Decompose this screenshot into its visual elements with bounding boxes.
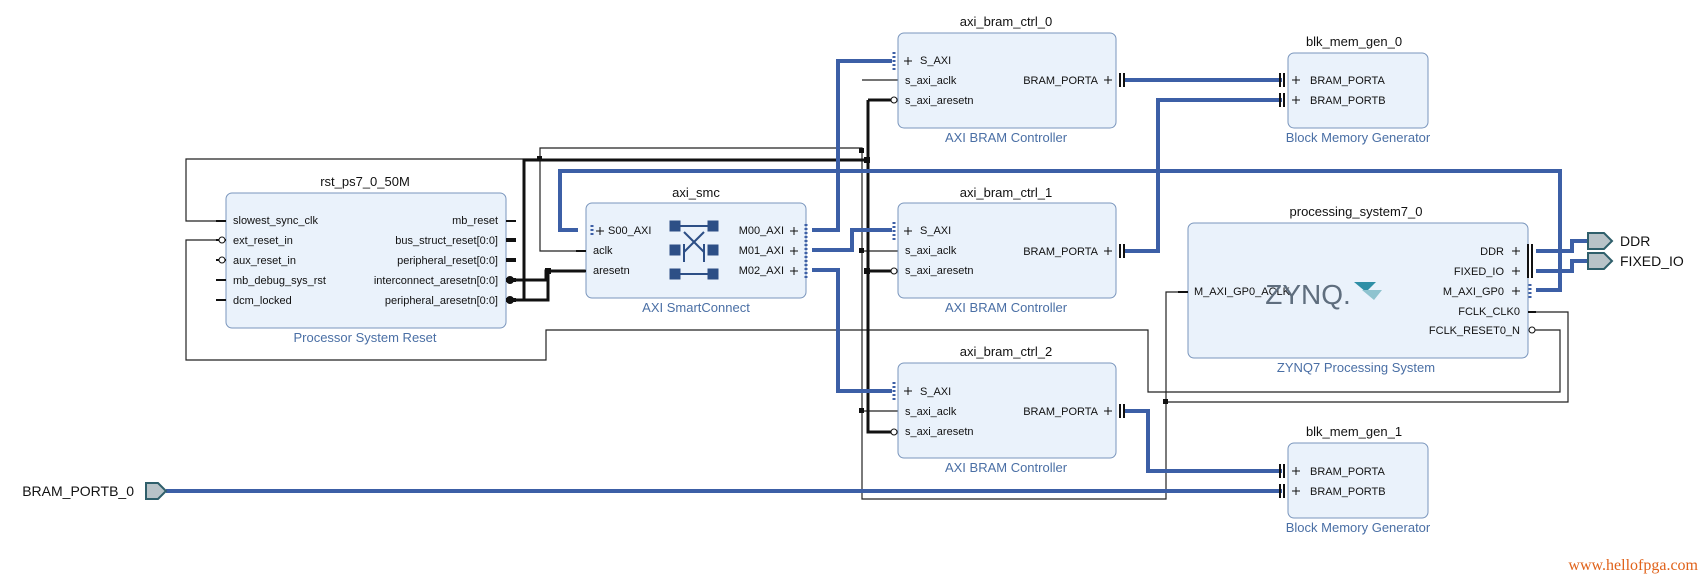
- external-port-label: FIXED_IO: [1620, 253, 1684, 269]
- port-pins: [216, 220, 516, 304]
- port-label: M00_AXI: [739, 225, 784, 237]
- port-label: s_axi_aclk: [905, 245, 957, 257]
- external-port-label: BRAM_PORTB_0: [22, 483, 134, 499]
- block-body: [897, 32, 1117, 129]
- port-label: S_AXI: [920, 55, 951, 67]
- port-pins: [890, 222, 1125, 275]
- port-label: M01_AXI: [739, 245, 784, 257]
- port-pins: [576, 224, 808, 278]
- block-instance-name: rst_ps7_0_50M: [320, 174, 410, 189]
- port-label: FCLK_RESET0_N: [1429, 325, 1520, 337]
- block-axi-bram-ctrl-2[interactable]: axi_bram_ctrl_2 S_AXI s_axi_aclk s_axi_a…: [890, 344, 1125, 475]
- block-type-label: Processor System Reset: [293, 330, 436, 345]
- port-label: M_AXI_GP0_ACLK: [1194, 286, 1291, 298]
- block-type-label: AXI BRAM Controller: [945, 300, 1068, 315]
- block-instance-name: processing_system7_0: [1290, 204, 1423, 219]
- port-label: s_axi_aresetn: [905, 95, 974, 107]
- port-pins: [1279, 464, 1300, 498]
- port-label: aclk: [593, 245, 613, 257]
- port-label: M_AXI_GP0: [1443, 286, 1504, 298]
- watermark-text: www.hellofpga.com: [1568, 557, 1698, 574]
- external-port-bram-portb-0[interactable]: BRAM_PORTB_0: [22, 482, 168, 500]
- block-processing-system7[interactable]: processing_system7_0 M_AXI_GP0_ACLK DDR …: [1178, 204, 1536, 375]
- port-label: peripheral_aresetn[0:0]: [385, 295, 498, 307]
- block-instance-name: blk_mem_gen_0: [1306, 34, 1402, 49]
- block-type-label: ZYNQ7 Processing System: [1277, 360, 1435, 375]
- port-label: S00_AXI: [608, 225, 651, 237]
- block-axi-smc[interactable]: axi_smc S00_AXI aclk aresetn M00_AXI M01…: [576, 185, 808, 315]
- port-label: DDR: [1480, 246, 1504, 258]
- block-body: [1287, 442, 1429, 519]
- port-label: aux_reset_in: [233, 255, 296, 267]
- block-blk-mem-gen-1[interactable]: blk_mem_gen_1 BRAM_PORTA BRAM_PORTB Bloc…: [1279, 424, 1431, 535]
- port-label: mb_debug_sys_rst: [233, 275, 326, 287]
- block-instance-name: axi_smc: [672, 185, 720, 200]
- port-label: ext_reset_in: [233, 235, 293, 247]
- port-label: BRAM_PORTA: [1023, 406, 1098, 418]
- port-label: s_axi_aresetn: [905, 265, 974, 277]
- port-arrow-icon: [145, 482, 168, 500]
- port-label: FCLK_CLK0: [1458, 306, 1520, 318]
- block-blk-mem-gen-0[interactable]: blk_mem_gen_0 BRAM_PORTA BRAM_PORTB Bloc…: [1279, 34, 1431, 145]
- port-pins: [890, 382, 1125, 436]
- external-port-ddr[interactable]: DDR: [1587, 232, 1650, 250]
- port-label: S_AXI: [920, 386, 951, 398]
- block-type-label: Block Memory Generator: [1286, 130, 1431, 145]
- block-type-label: Block Memory Generator: [1286, 520, 1431, 535]
- port-label: S_AXI: [920, 225, 951, 237]
- port-label: peripheral_reset[0:0]: [397, 255, 498, 267]
- port-label: aresetn: [593, 265, 630, 277]
- port-label: interconnect_aresetn[0:0]: [374, 275, 498, 287]
- axi-bus-nets: [166, 59, 1588, 493]
- port-label: BRAM_PORTA: [1310, 466, 1385, 478]
- port-label: BRAM_PORTA: [1023, 246, 1098, 258]
- block-rst-ps7[interactable]: rst_ps7_0_50M slowest_sync_clk ext_reset…: [216, 174, 516, 345]
- port-pins: [1178, 244, 1536, 334]
- block-type-label: AXI BRAM Controller: [945, 460, 1068, 475]
- block-body: [1187, 222, 1529, 359]
- port-label: s_axi_aclk: [905, 75, 957, 87]
- port-label: slowest_sync_clk: [233, 215, 318, 227]
- zynq-logo-icon: ZYNQ.: [1265, 279, 1382, 310]
- port-label: s_axi_aresetn: [905, 426, 974, 438]
- port-label: BRAM_PORTA: [1023, 75, 1098, 87]
- block-instance-name: blk_mem_gen_1: [1306, 424, 1402, 439]
- port-label: s_axi_aclk: [905, 406, 957, 418]
- block-type-label: AXI SmartConnect: [642, 300, 750, 315]
- clock-reset-nets: [185, 79, 1569, 500]
- block-axi-bram-ctrl-0[interactable]: axi_bram_ctrl_0 S_AXI s_axi_aclk s_axi_a…: [890, 14, 1125, 145]
- block-instance-name: axi_bram_ctrl_2: [960, 344, 1053, 359]
- port-label: mb_reset: [452, 215, 498, 227]
- net-junctions: [537, 148, 1168, 413]
- port-pins: [890, 52, 1125, 104]
- zynq-logo-text: ZYNQ.: [1265, 279, 1351, 310]
- port-label: bus_struct_reset[0:0]: [395, 235, 498, 247]
- block-type-label: AXI BRAM Controller: [945, 130, 1068, 145]
- port-label: dcm_locked: [233, 295, 292, 307]
- port-pins: [1279, 73, 1300, 107]
- block-instance-name: axi_bram_ctrl_0: [960, 14, 1053, 29]
- block-body: [897, 362, 1117, 459]
- port-arrow-icon: [1587, 232, 1614, 250]
- external-port-label: DDR: [1620, 233, 1650, 249]
- block-body: [1287, 52, 1429, 129]
- port-label: BRAM_PORTA: [1310, 75, 1385, 87]
- block-axi-bram-ctrl-1[interactable]: axi_bram_ctrl_1 S_AXI s_axi_aclk s_axi_a…: [890, 185, 1125, 315]
- port-arrow-icon: [1587, 252, 1614, 270]
- port-label: FIXED_IO: [1454, 266, 1505, 278]
- smartconnect-crossbar-icon: [669, 220, 719, 280]
- external-port-fixed-io[interactable]: FIXED_IO: [1587, 252, 1684, 270]
- block-instance-name: axi_bram_ctrl_1: [960, 185, 1053, 200]
- port-label: BRAM_PORTB: [1310, 486, 1386, 498]
- port-label: BRAM_PORTB: [1310, 95, 1386, 107]
- block-body: [897, 202, 1117, 299]
- port-label: M02_AXI: [739, 265, 784, 277]
